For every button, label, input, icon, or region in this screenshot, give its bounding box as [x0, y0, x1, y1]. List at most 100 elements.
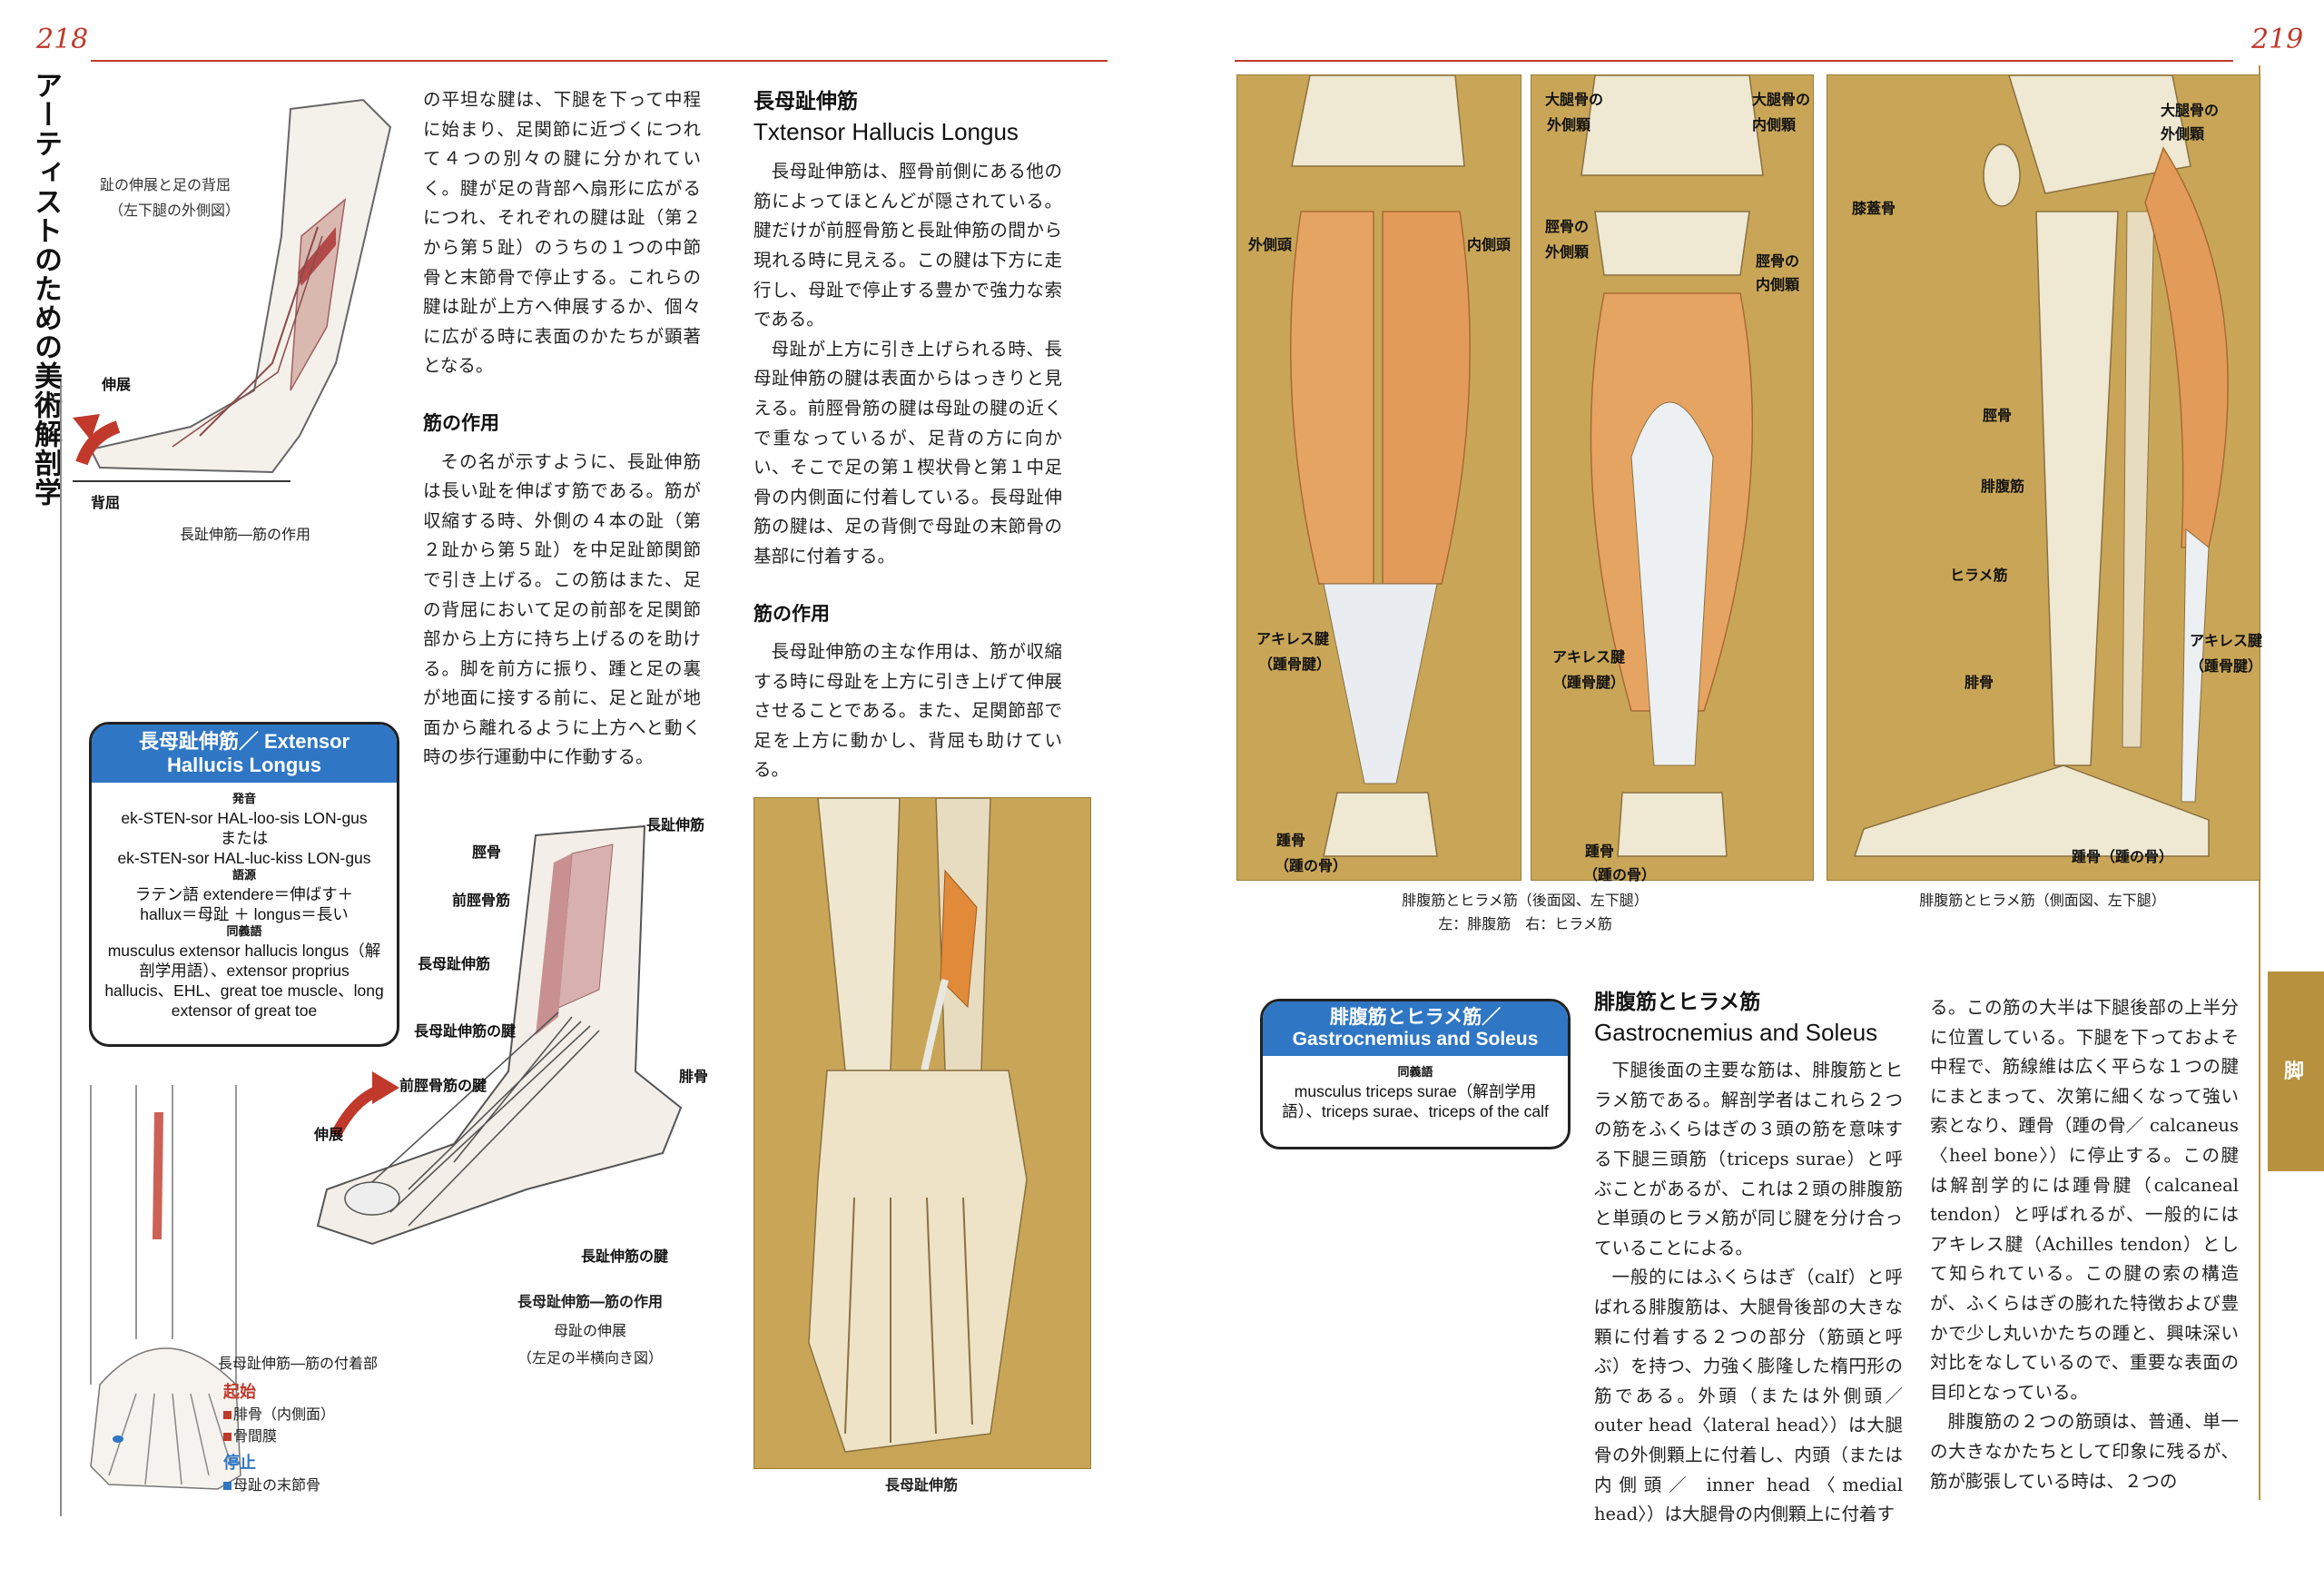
origin-swatch-icon: [223, 1433, 231, 1441]
origin-item-1: 腓骨（内側面）: [233, 1406, 336, 1423]
insertion-swatch-icon: [223, 1482, 231, 1490]
gastroc-info-box: 腓腹筋とヒラメ筋／ Gastrocnemius and Soleus 同義語 m…: [1260, 999, 1571, 1149]
plate-lateral-view: [1827, 74, 2260, 881]
plateC-label-achilles: アキレス腱: [2190, 632, 2263, 649]
plateB-label-femur-medial-2: 内側顆: [1752, 116, 1797, 133]
col2-p3: 長母趾伸筋の主な作用は、筋が収縮する時に母趾を上方に引き上げて伸展させることであ…: [753, 641, 1062, 781]
ehl-title-en: Txtensor Hallucis Longus: [753, 117, 1019, 145]
ehl-box-head-ja: 長母趾伸筋／ Extensor: [138, 730, 350, 753]
ehl-info-box: 長母趾伸筋／ Extensor Hallucis Longus 発音 ek-ST…: [89, 722, 399, 1047]
col3-p2: 一般的にはふくらはぎ（calf）と呼ばれる腓腹筋は、大腿骨後部の大きな顆に付着す…: [1594, 1267, 1903, 1525]
origin-heading: 起始: [223, 1383, 256, 1402]
gastrocnemius-illustration: [1290, 74, 1471, 857]
plateA-label-calcaneus: 踵骨: [1276, 832, 1306, 849]
left-text-col2: 長母趾伸筋 Txtensor Hallucis Longus 長母趾伸筋は、脛骨…: [753, 87, 1062, 785]
fig2-caption2: 母趾の伸展: [553, 1322, 626, 1339]
fig2-label-fibula: 腓骨: [679, 1068, 709, 1085]
lateral-leg-illustration: [1853, 74, 2229, 857]
ehl-title-ja: 長母趾伸筋: [753, 90, 858, 113]
ehl-box-head-en: Hallucis Longus: [167, 754, 321, 776]
plateC-label-femur-2: 外側顆: [2161, 125, 2205, 143]
plateB-label-femur-lateral: 大腿骨の: [1545, 91, 1604, 108]
left-text-col1: の平坦な腱は、下腿を下って中程に始まり、足関節に近づくにつれて４つの別々の腱に分…: [423, 85, 701, 773]
ehl-or: または: [220, 829, 269, 847]
gastroc-syn-label: 同義語: [1397, 1066, 1433, 1080]
insertion-item-1: 母趾の末節骨: [233, 1476, 321, 1494]
plates-ab-caption: 腓腹筋とヒラメ筋（後面図、左下腿）: [1402, 892, 1649, 909]
plateB-label-tibia-medial-2: 内側顆: [1756, 276, 1800, 293]
ehl-pron-label: 発音: [231, 793, 256, 806]
plateA-label-medial-head: 内側頭: [1467, 236, 1512, 253]
left-page-number: 218: [36, 24, 89, 55]
plate-gastrocnemius-posterior: [1236, 74, 1521, 881]
ehl-syn: musculus extensor hallucis longus（解剖学用語）…: [104, 942, 384, 1020]
right-text-col4: る。この筋の大半は下腿後部の上半分に位置している。下腿を下っておよそ中程で、筋線…: [1930, 993, 2239, 1496]
origin-item-2: 骨間膜: [233, 1427, 278, 1445]
fig2-label-ta-tendon: 前脛骨筋の腱: [399, 1077, 487, 1094]
ehl-syn-label: 同義語: [226, 925, 262, 939]
right-text-col3: 腓腹筋とヒラメ筋 Gastrocnemius and Soleus 下腿後面の主…: [1594, 988, 1903, 1530]
fig2-caption1: 長母趾伸筋―筋の作用: [517, 1293, 663, 1310]
fig1-caption: 長趾伸筋―筋の作用: [179, 526, 310, 543]
col2-heading: 筋の作用: [753, 602, 830, 625]
gastroc-title-en: Gastrocnemius and Soleus: [1594, 1018, 1878, 1046]
fig2-label-extension: 伸展: [314, 1126, 344, 1143]
left-margin-rule: [60, 381, 62, 1516]
plateB-label-femur-medial: 大腿骨の: [1752, 91, 1811, 108]
plateA-label-achilles: アキレス腱: [1256, 630, 1330, 647]
plateC-label-soleus: ヒラメ筋: [1950, 567, 2008, 584]
plateB-label-achilles-2: （踵骨腱）: [1552, 674, 1626, 691]
attachment-illustration: [90, 1085, 241, 1490]
ehl-ety-label: 語源: [231, 869, 256, 883]
section-tab[interactable]: 脚: [2268, 972, 2324, 1171]
right-header-rule: [1235, 60, 2233, 62]
plateB-label-tibia-lateral: 脛骨の: [1545, 218, 1590, 235]
plateA-label-achilles-2: （踵骨腱）: [1258, 656, 1332, 673]
plateC-label-patella: 膝蓋骨: [1852, 200, 1896, 217]
col4-p2: 腓腹筋の２つの筋頭は、普通、単一の大きなかたちとして印象に残るが、筋が膨張してい…: [1930, 1411, 2239, 1492]
plateA-label-calcaneus-2: （踵の骨）: [1275, 857, 1348, 874]
ehl-pron1: ek-STEN-sor HAL-loo-sis LON-gus: [121, 809, 368, 827]
gastroc-title-ja: 腓腹筋とヒラメ筋: [1594, 991, 1761, 1014]
col1-p2: その名が示すように、長趾伸筋は長い趾を伸ばす筋である。筋が収縮する時、外側の４本…: [423, 450, 701, 768]
figure-toe-extension: [64, 91, 427, 490]
figure-hallux-extension: [300, 799, 717, 1271]
col1-heading: 筋の作用: [423, 411, 499, 434]
left-header-rule: [91, 60, 1108, 62]
running-title: アーティストのための美術解剖学: [29, 71, 62, 507]
fig2-label-ta: 前脛骨筋: [452, 892, 511, 909]
plateC-label-calcaneus: 踵骨（踵の骨）: [2072, 848, 2174, 865]
plateB-label-achilles: アキレス腱: [1552, 648, 1626, 666]
plateB-label-femur-lateral-2: 外側顆: [1547, 116, 1591, 133]
ehl-ety2: hallux＝母趾 ＋ longus＝長い: [140, 905, 349, 923]
right-page-number: 219: [2251, 24, 2304, 55]
plateC-label-femur: 大腿骨の: [2161, 102, 2220, 119]
fig1-label-dorsiflexion: 背屈: [91, 494, 121, 511]
fig2-caption3: （左足の半横向き図）: [517, 1349, 663, 1366]
ehl-plate: [753, 797, 1091, 1469]
plateA-label-lateral-head: 外側頭: [1248, 236, 1293, 253]
ehl-foot-illustration: [808, 797, 1028, 1453]
plateC-label-achilles-2: （踵骨腱）: [2190, 657, 2263, 675]
plateB-label-calcaneus-2: （踵の骨）: [1583, 866, 1657, 883]
ehl-ety1: ラテン語 extendere＝伸ばす＋: [134, 885, 354, 903]
soleus-illustration: [1581, 74, 1764, 857]
fig2-label-ehl-tendon: 長母趾伸筋の腱: [414, 1022, 517, 1040]
foot-tendon-illustration: [316, 824, 683, 1246]
col1-p1: の平坦な腱は、下腿を下って中程に始まり、足関節に近づくにつれて４つの別々の腱に分…: [423, 89, 701, 377]
gastroc-syn: musculus triceps surae（解剖学用語）、triceps su…: [1282, 1082, 1549, 1120]
fig4-caption: 長母趾伸筋: [884, 1476, 958, 1494]
col3-p1: 下腿後面の主要な筋は、腓腹筋とヒラメ筋である。解剖学者はこれら２つの筋をふくらは…: [1594, 1060, 1903, 1258]
gastroc-box-head2: Gastrocnemius and Soleus: [1292, 1029, 1539, 1050]
ehl-pron2: ek-STEN-sor HAL-luc-kiss LON-gus: [117, 849, 371, 867]
fig2-label-edl-tendon: 長趾伸筋の腱: [581, 1248, 669, 1265]
fig1-sub: 趾の伸展と足の背屈: [100, 176, 231, 193]
plates-ab-caption-2: 左：腓腹筋 右：ヒラメ筋: [1438, 915, 1612, 932]
leg-side-illustration: [73, 98, 392, 482]
fig3-attachment-legend: 起始 腓骨（内側面） 骨間膜 停止 母趾の末節骨: [223, 1382, 335, 1496]
plateC-label-fibula: 腓骨: [1965, 674, 1994, 691]
col4-p1: る。この筋の大半は下腿後部の上半分に位置している。下腿を下っておよそ中程で、筋線…: [1930, 997, 2239, 1403]
col2-p2: 母趾が上方に引き上げられる時、長母趾伸筋の腱は表面からはっきりと見える。前脛骨筋…: [753, 338, 1062, 567]
gastroc-box-head1: 腓腹筋とヒラメ筋／: [1329, 1007, 1502, 1028]
figure-ehl-attachments: [82, 1085, 254, 1494]
